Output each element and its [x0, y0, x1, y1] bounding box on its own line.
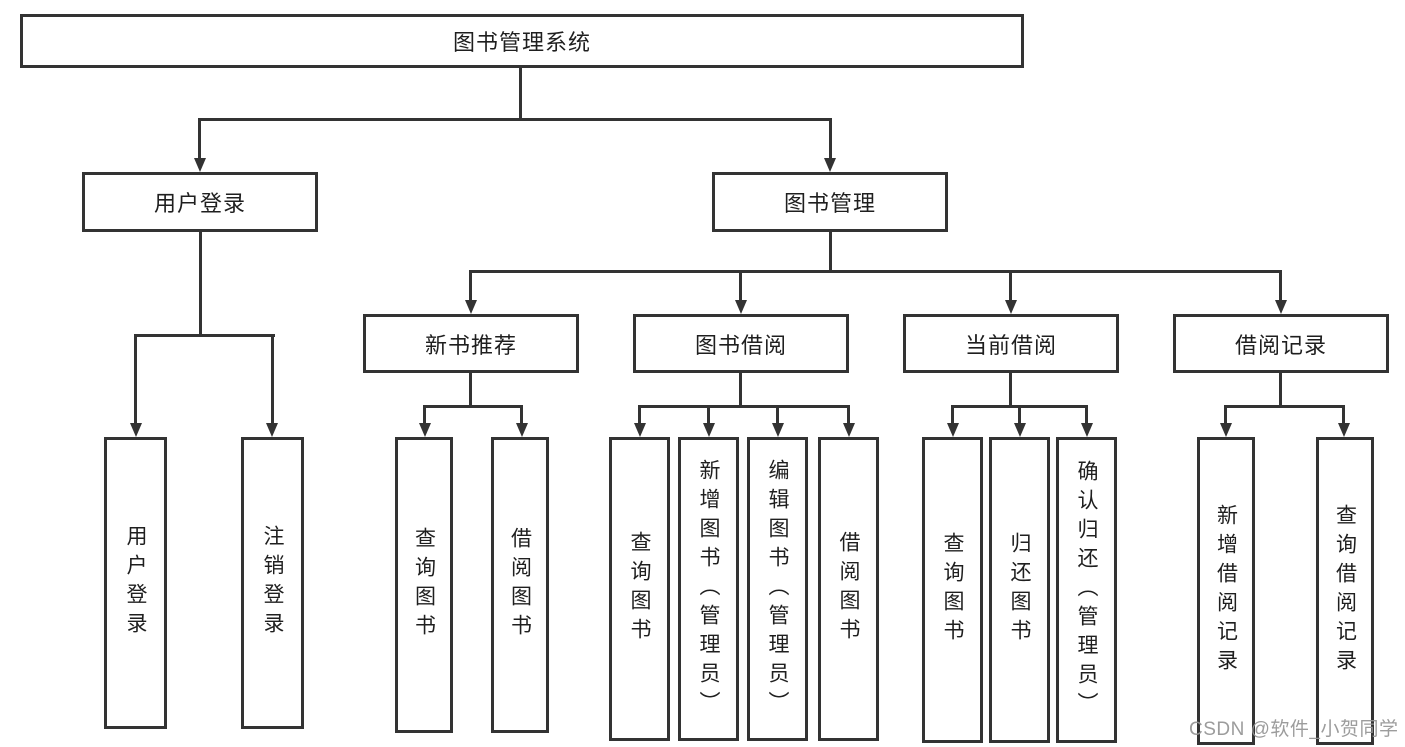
edge-line	[1018, 405, 1021, 425]
leaf-return-book: 归还图书	[989, 437, 1050, 743]
node-new-book-recommend: 新书推荐	[363, 314, 579, 373]
edge-line	[739, 270, 742, 302]
leaf-borrow-books-recommend: 借阅图书	[491, 437, 549, 733]
arrow-down-icon	[1081, 423, 1093, 437]
leaf-borrow-books-recommend-label: 借阅图书	[508, 527, 532, 643]
leaf-confirm-return-admin-label: 确认归还（管理员）	[1075, 459, 1098, 721]
leaf-borrow-books-label: 借阅图书	[837, 531, 860, 647]
watermark: CSDN @软件_小贺同学	[1189, 719, 1399, 740]
leaf-user-login: 用户登录	[104, 437, 167, 729]
arrow-down-icon	[194, 158, 206, 172]
arrow-down-icon	[634, 423, 646, 437]
edge-line	[1085, 405, 1088, 425]
node-book-borrowing-label: 图书借阅	[694, 332, 787, 358]
edge-line	[739, 373, 742, 408]
node-user-login-label: 用户登录	[153, 191, 246, 216]
edge-line	[1224, 405, 1227, 425]
edge-line	[199, 232, 202, 336]
arrow-down-icon	[843, 423, 855, 437]
leaf-query-books-current: 查询图书	[922, 437, 983, 743]
edge-line	[1342, 405, 1345, 425]
node-borrow-records-label: 借阅记录	[1234, 332, 1327, 358]
edge-line	[519, 66, 522, 120]
node-root-label: 图书管理系统	[452, 30, 591, 55]
leaf-user-login-label: 用户登录	[124, 525, 147, 641]
leaf-edit-book-admin: 编辑图书（管理员）	[747, 437, 808, 741]
node-root: 图书管理系统	[20, 14, 1024, 68]
arrow-down-icon	[1220, 423, 1232, 437]
edge-line	[198, 118, 832, 121]
leaf-logout-login: 注销登录	[241, 437, 304, 729]
leaf-add-book-admin-label: 新增图书（管理员）	[697, 458, 720, 720]
edge-line	[520, 405, 523, 425]
arrow-down-icon	[465, 300, 477, 314]
node-current-borrowing: 当前借阅	[903, 314, 1119, 373]
edge-line	[469, 270, 1282, 273]
arrow-down-icon	[130, 423, 142, 437]
leaf-query-borrow-record: 查询借阅记录	[1316, 437, 1374, 745]
node-user-login: 用户登录	[82, 172, 318, 232]
edge-line	[271, 334, 274, 424]
edge-line	[638, 405, 641, 425]
edge-line	[134, 334, 137, 424]
arrow-down-icon	[703, 423, 715, 437]
arrow-down-icon	[1005, 300, 1017, 314]
edge-line	[469, 373, 472, 408]
node-book-management-label: 图书管理	[783, 191, 876, 216]
edge-line	[423, 405, 426, 425]
leaf-add-borrow-record-label: 新增借阅记录	[1214, 504, 1238, 678]
edge-line	[776, 405, 779, 425]
leaf-query-books-recommend-label: 查询图书	[412, 527, 436, 643]
edge-line	[134, 334, 275, 337]
leaf-logout-login-label: 注销登录	[261, 525, 284, 641]
edge-line	[829, 118, 832, 160]
arrow-down-icon	[266, 423, 278, 437]
arrow-down-icon	[824, 158, 836, 172]
node-book-borrowing: 图书借阅	[633, 314, 849, 373]
edge-line	[198, 118, 201, 160]
edge-line	[1279, 270, 1282, 302]
edge-line	[469, 270, 472, 302]
edge-line	[1279, 373, 1282, 408]
arrow-down-icon	[1338, 423, 1350, 437]
leaf-add-borrow-record: 新增借阅记录	[1197, 437, 1255, 745]
leaf-edit-book-admin-label: 编辑图书（管理员）	[766, 458, 789, 720]
leaf-query-books-current-label: 查询图书	[941, 532, 964, 648]
leaf-query-borrow-record-label: 查询借阅记录	[1333, 504, 1357, 678]
leaf-query-books-borrowing: 查询图书	[609, 437, 670, 741]
node-book-management: 图书管理	[712, 172, 948, 232]
leaf-borrow-books: 借阅图书	[818, 437, 879, 741]
arrow-down-icon	[772, 423, 784, 437]
node-borrow-records: 借阅记录	[1173, 314, 1389, 373]
leaf-query-books-recommend: 查询图书	[395, 437, 453, 733]
arrow-down-icon	[516, 423, 528, 437]
edge-line	[951, 405, 954, 425]
leaf-query-books-borrowing-label: 查询图书	[628, 531, 651, 647]
edge-line	[638, 405, 850, 408]
arrow-down-icon	[1014, 423, 1026, 437]
leaf-add-book-admin: 新增图书（管理员）	[678, 437, 739, 741]
arrow-down-icon	[735, 300, 747, 314]
edge-line	[1009, 270, 1012, 302]
leaf-return-book-label: 归还图书	[1008, 532, 1031, 648]
edge-line	[1009, 373, 1012, 408]
edge-line	[847, 405, 850, 425]
leaf-confirm-return-admin: 确认归还（管理员）	[1056, 437, 1117, 743]
arrow-down-icon	[1275, 300, 1287, 314]
arrow-down-icon	[947, 423, 959, 437]
edge-line	[423, 405, 523, 408]
node-current-borrowing-label: 当前借阅	[964, 332, 1057, 358]
node-new-book-recommend-label: 新书推荐	[424, 332, 517, 358]
arrow-down-icon	[419, 423, 431, 437]
edge-line	[1224, 405, 1345, 408]
edge-line	[707, 405, 710, 425]
edge-line	[829, 232, 832, 272]
